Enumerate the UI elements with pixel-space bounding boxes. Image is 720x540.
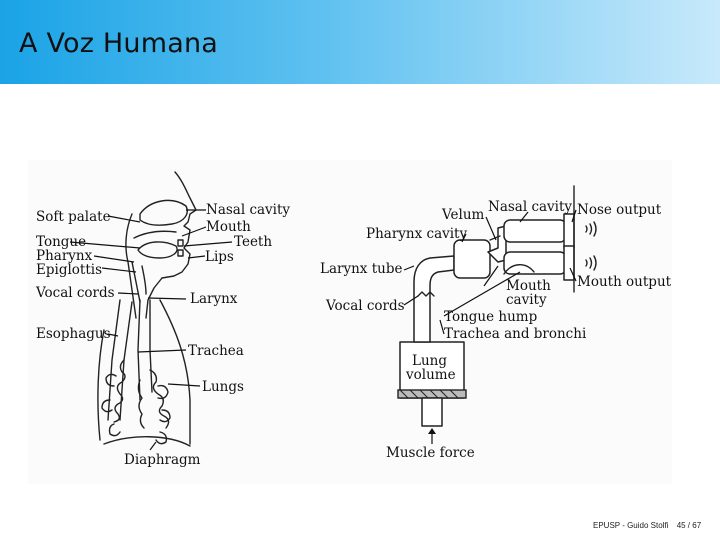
label-lips: Lips <box>205 249 234 265</box>
label-soft-palate: Soft palate <box>36 209 111 225</box>
label-larynx-tube: Larynx tube <box>320 261 402 277</box>
label-muscle-force: Muscle force <box>386 445 475 461</box>
label-lungs: Lungs <box>202 379 244 395</box>
label-velum: Velum <box>441 207 485 223</box>
label-vocal-cords-anatomy: Vocal cords <box>35 285 115 301</box>
label-lung-volume-line2: volume <box>405 367 456 383</box>
label-esophagus: Esophagus <box>36 326 111 342</box>
label-pharynx-cavity: Pharynx cavity <box>366 226 467 242</box>
footer-page-number: 45 / 67 <box>677 521 701 530</box>
label-nasal-cavity-model: Nasal cavity <box>488 199 572 215</box>
footer-author: EPUSP - Guido Stolfi <box>593 521 668 530</box>
label-epiglottis: Epiglottis <box>36 262 102 278</box>
label-nose-output: Nose output <box>577 202 662 218</box>
footer: EPUSP - Guido Stolfi 45 / 67 <box>593 521 707 530</box>
label-trachea-bronchi: Trachea and bronchi <box>444 326 587 342</box>
label-trachea: Trachea <box>188 343 244 359</box>
label-mouth: Mouth <box>206 219 251 235</box>
label-teeth: Teeth <box>234 234 272 250</box>
label-mouth-output: Mouth output <box>577 274 672 290</box>
label-diaphragm: Diaphragm <box>124 452 201 468</box>
label-larynx: Larynx <box>190 291 238 307</box>
label-vocal-cords-model: Vocal cords <box>325 298 405 314</box>
label-mouth-cavity-line2: cavity <box>506 292 547 308</box>
label-nasal-cavity-anatomy: Nasal cavity <box>206 202 290 218</box>
label-tongue-hump: Tongue hump <box>444 309 537 325</box>
